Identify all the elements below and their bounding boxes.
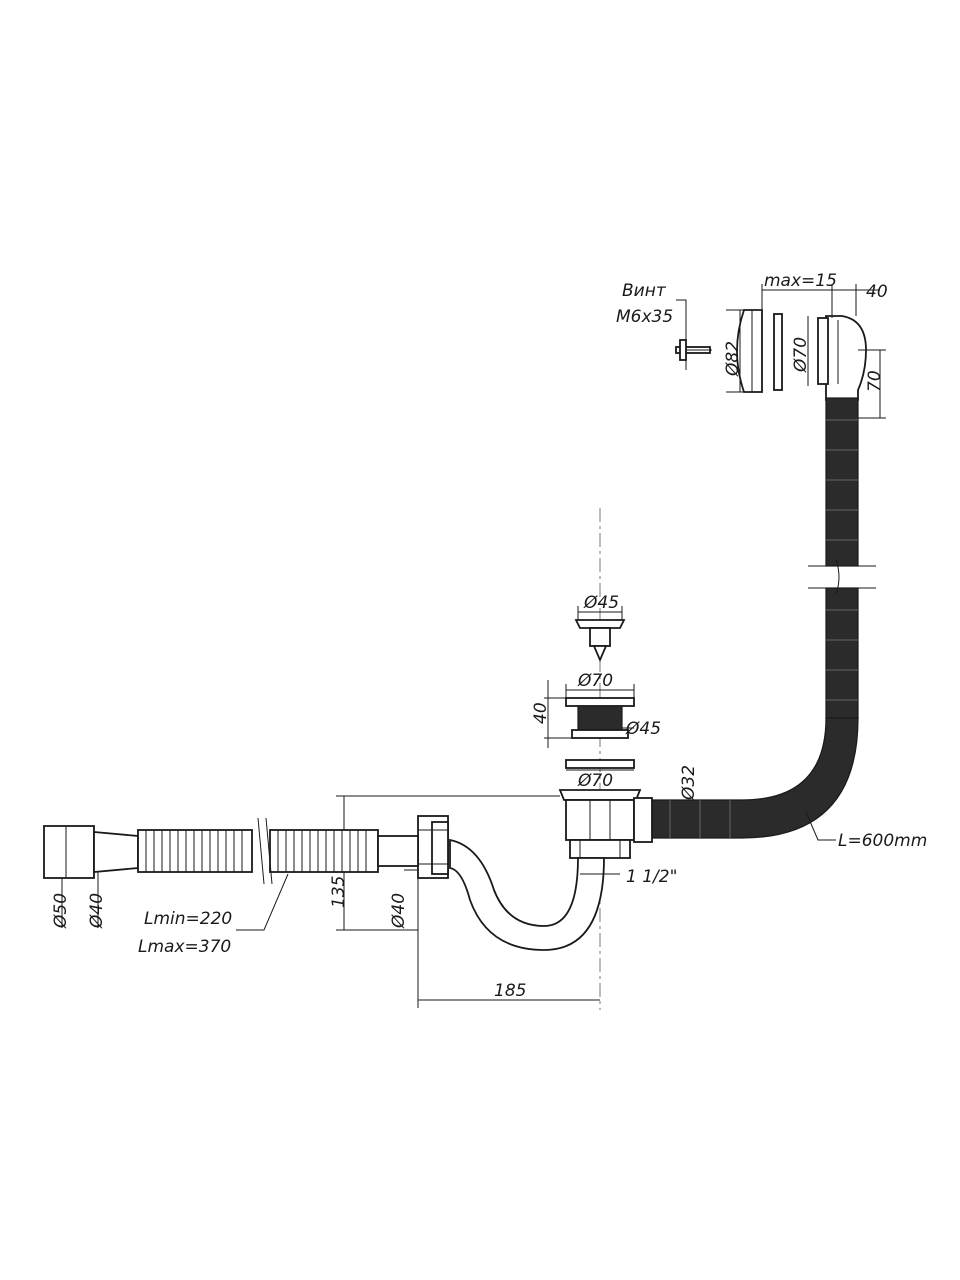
hose-diameter-label: Ø32 [679, 765, 699, 801]
overflow-hose: L=600mm Ø32 [651, 397, 927, 851]
overflow-gasket [773, 313, 783, 391]
screw-name-label: Винт [622, 281, 667, 301]
pipe-length-min-label: Lmin=220 [144, 909, 232, 929]
overflow-outer-diameter-label: Ø82 [723, 341, 743, 377]
corrugated-pipe: Ø50 Ø40 Lmin=220 Lmax=370 [43, 817, 419, 957]
outlet-diameter-label: Ø40 [389, 893, 409, 929]
overflow-body [825, 315, 867, 401]
pipe-inner-diameter-label: Ø40 [87, 893, 107, 929]
screw-size-label: M6x35 [616, 307, 673, 327]
flange-height-label: 40 [531, 702, 551, 724]
plug: Ø45 [574, 593, 626, 663]
drain-body [558, 789, 653, 859]
pipe-outer-diameter-label: Ø50 [51, 893, 71, 929]
flange-inner-diameter-label: Ø45 [625, 719, 661, 739]
overflow-max-gap-label: max=15 [764, 271, 837, 291]
trap-width-label: 185 [494, 981, 526, 1001]
thread-size-label: 1 1/2" [626, 867, 677, 887]
hose-length-label: L=600mm [838, 831, 927, 851]
overflow-height-label: 70 [865, 370, 885, 392]
pipe-length-max-label: Lmax=370 [138, 937, 231, 957]
overflow-cover-diameter-label: Ø70 [791, 337, 811, 373]
overflow-screw [675, 339, 712, 361]
trap: 1 1/2" Ø40 135 185 [329, 795, 677, 1008]
overflow-assembly: Винт M6x35 max=15 40 Ø82 Ø70 70 [616, 271, 888, 419]
drain-flange: Ø70 40 Ø45 Ø70 [531, 671, 661, 791]
trap-height-label: 135 [329, 876, 349, 908]
plug-diameter-label: Ø45 [583, 593, 619, 613]
flange-diameter-label: Ø70 [577, 671, 613, 691]
overflow-depth-label: 40 [866, 282, 888, 302]
gasket-diameter-label: Ø70 [577, 771, 613, 791]
